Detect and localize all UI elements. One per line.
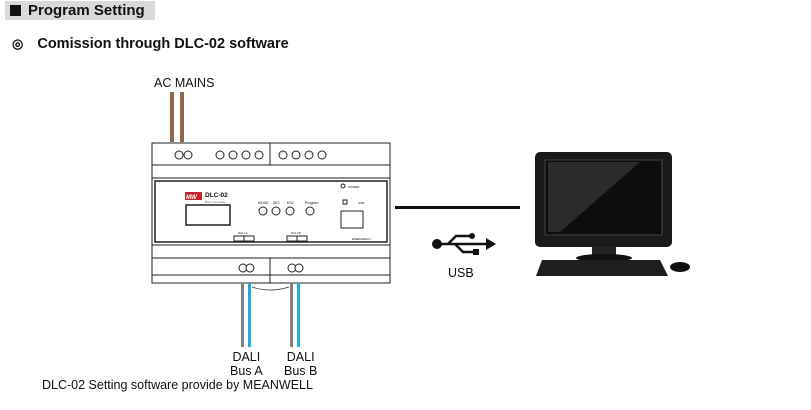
terminal-screws (174, 150, 327, 273)
dali-a-label: DALI-A (238, 231, 248, 235)
emergency-label: EMERGENCY (352, 237, 371, 241)
header-title: Program Setting (28, 2, 145, 19)
usb-icon (432, 233, 496, 255)
usb-cable-line (395, 206, 520, 209)
esc-label: ESC (287, 201, 295, 205)
square-bullet-icon (10, 5, 21, 16)
power-label: POWER (348, 185, 360, 189)
bus-a-line1: DALI (232, 350, 261, 364)
bus-a-line2: Bus A (230, 364, 263, 378)
section-header: Program Setting (5, 1, 155, 20)
bus-b-line1: DALI (286, 350, 315, 364)
subheading-text: Comission through DLC-02 software (37, 36, 289, 52)
meanwell-logo (185, 192, 202, 200)
set-label: SET (273, 201, 281, 205)
dali-bus-wires (241, 283, 300, 347)
usb-label: USB (448, 266, 474, 280)
device-usb-label: USB (358, 201, 364, 205)
bullet-icon: ◎ (12, 36, 24, 51)
device-model: DLC-02 (205, 192, 228, 199)
device-subtitle: DALI Controller (205, 200, 226, 204)
bus-b-line2: Bus B (284, 364, 318, 378)
mode-label: MODE (258, 201, 269, 205)
ac-mains-label: AC MAINS (154, 76, 215, 90)
dlc-02-device (151, 142, 391, 284)
subheading: ◎ Comission through DLC-02 software (12, 36, 289, 52)
program-label: Program (305, 201, 319, 205)
footer-note: DLC-02 Setting software provide by MEANW… (42, 378, 313, 392)
brand-logo-text: MW (186, 195, 198, 201)
computer-icon (535, 152, 690, 276)
ac-wires (170, 92, 184, 142)
dali-b-label: DALI-B (291, 231, 301, 235)
